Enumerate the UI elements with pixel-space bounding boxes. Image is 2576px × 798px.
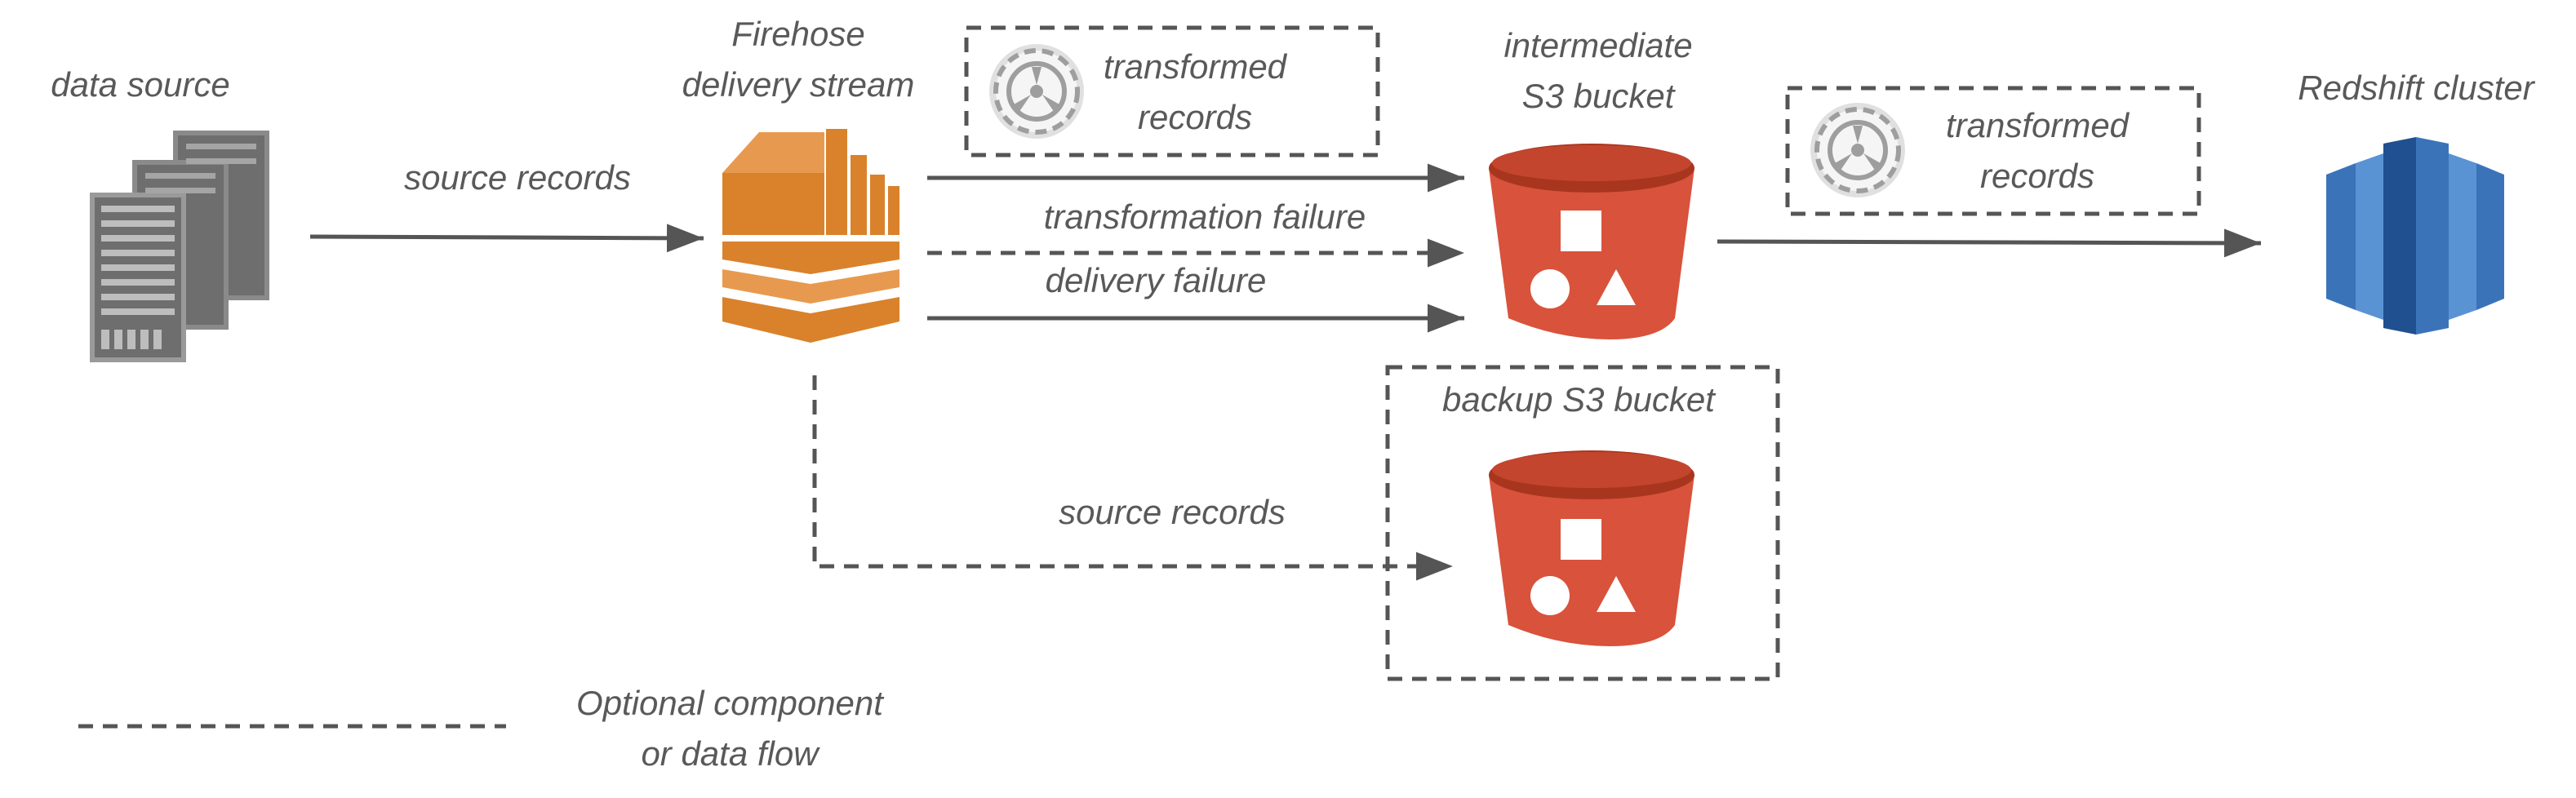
intermediate-s3-label-line1: intermediate xyxy=(1503,26,1692,64)
lambda-gear-icon xyxy=(989,44,1084,139)
s3-bucket-icon xyxy=(1489,450,1694,646)
transform-right-box xyxy=(1785,86,2201,216)
redshift-label: Redshift cluster xyxy=(2298,69,2535,107)
transform-top-label-line1: transformed xyxy=(1104,47,1288,86)
source-records-arrow xyxy=(309,224,704,253)
firehose-icon xyxy=(722,129,899,343)
firehose-label-line2: delivery stream xyxy=(682,65,915,104)
load-to-redshift-arrow xyxy=(1717,228,2262,258)
firehose-label-line1: Firehose xyxy=(731,15,864,53)
s3-bucket-icon xyxy=(1489,144,1694,339)
legend-label-line1: Optional component xyxy=(576,684,885,722)
transformation-failure-label: transformation failure xyxy=(1044,197,1366,236)
backup-source-records-label: source records xyxy=(1059,493,1286,531)
transform-top-label-line2: records xyxy=(1138,98,1252,136)
transform-right-label-line1: transformed xyxy=(1946,106,2130,144)
transform-top-box xyxy=(964,25,1380,157)
redshift-icon xyxy=(2326,137,2504,335)
source-records-label: source records xyxy=(404,158,631,197)
legend-label-line2: or data flow xyxy=(641,734,820,773)
server-rack-icon xyxy=(90,131,269,362)
backup-s3-box xyxy=(1385,365,1780,681)
data-source-label: data source xyxy=(51,65,229,104)
backup-s3-label: backup S3 bucket xyxy=(1442,380,1717,419)
backup-source-records-arrow xyxy=(812,375,1453,581)
delivery-failure-label: delivery failure xyxy=(1046,261,1267,299)
lambda-gear-icon xyxy=(1810,103,1905,197)
intermediate-s3-label-line2: S3 bucket xyxy=(1522,77,1677,115)
transform-right-label-line2: records xyxy=(1980,157,2094,195)
